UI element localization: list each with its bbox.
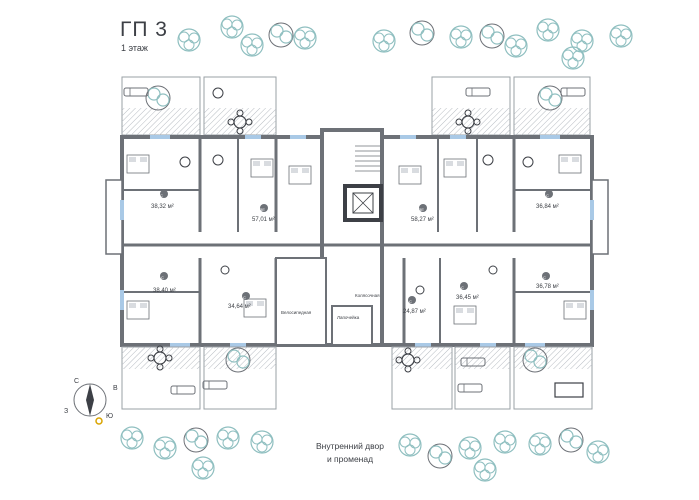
apartment-labels: C 38,32 м² 3Е 57,01 м² 3Е 58,27 м² C 36,… (151, 190, 559, 315)
apt-1-area: 38,32 м² (151, 204, 174, 210)
terrace-top-right (431, 76, 591, 136)
apt-7-type: C (409, 299, 412, 304)
trees-top (177, 15, 633, 70)
terrace-top-left (121, 76, 277, 136)
windows (120, 135, 594, 347)
apt-6-type: C (243, 295, 246, 300)
stroller-room-label: Колясочная (355, 293, 380, 298)
apt-6-area: 34,64 м² (228, 304, 251, 310)
apt-8-type: C (461, 285, 464, 290)
apt-3-type: 3Е (419, 207, 424, 212)
bicycle-room-label: Велосипедная (281, 310, 312, 315)
common-room-labels: Велосипедная Колясочная Лапочейка (281, 293, 380, 320)
floor-label: 1 этаж (121, 43, 148, 53)
apt-4-area: 36,84 м² (536, 204, 559, 210)
furniture (126, 154, 587, 325)
apt-1-type: C (160, 193, 163, 198)
apt-2-area: 57,01 м² (252, 217, 275, 223)
terrace-bottom-left (121, 345, 277, 410)
apt-4-type: C (546, 193, 549, 198)
apt-9-area: 36,78 м² (536, 284, 559, 290)
apt-5-area: 38,40 м² (153, 288, 176, 294)
compass-north: С (74, 378, 79, 385)
apt-5-type: C (161, 275, 164, 280)
compass: С В З Ю (64, 378, 118, 425)
compass-east: В (113, 385, 118, 392)
plan-title: ГП 3 (120, 18, 168, 41)
apt-7-area: 24,87 м² (403, 309, 426, 315)
apt-9-type: C (543, 275, 546, 280)
apt-3-area: 58,27 м² (411, 217, 434, 223)
courtyard-label: Внутренний двор и променад (280, 440, 420, 466)
compass-west: З (64, 408, 68, 415)
apt-2-type: 3Е (260, 207, 265, 212)
mailroom-label: Лапочейка (337, 314, 360, 320)
courtyard-line-2: и променад (326, 454, 374, 464)
compass-south: Ю (106, 413, 113, 420)
courtyard-line-1: Внутренний двор (315, 441, 385, 451)
terrace-bottom-right (391, 346, 593, 410)
apt-8-area: 36,45 м² (456, 295, 479, 301)
